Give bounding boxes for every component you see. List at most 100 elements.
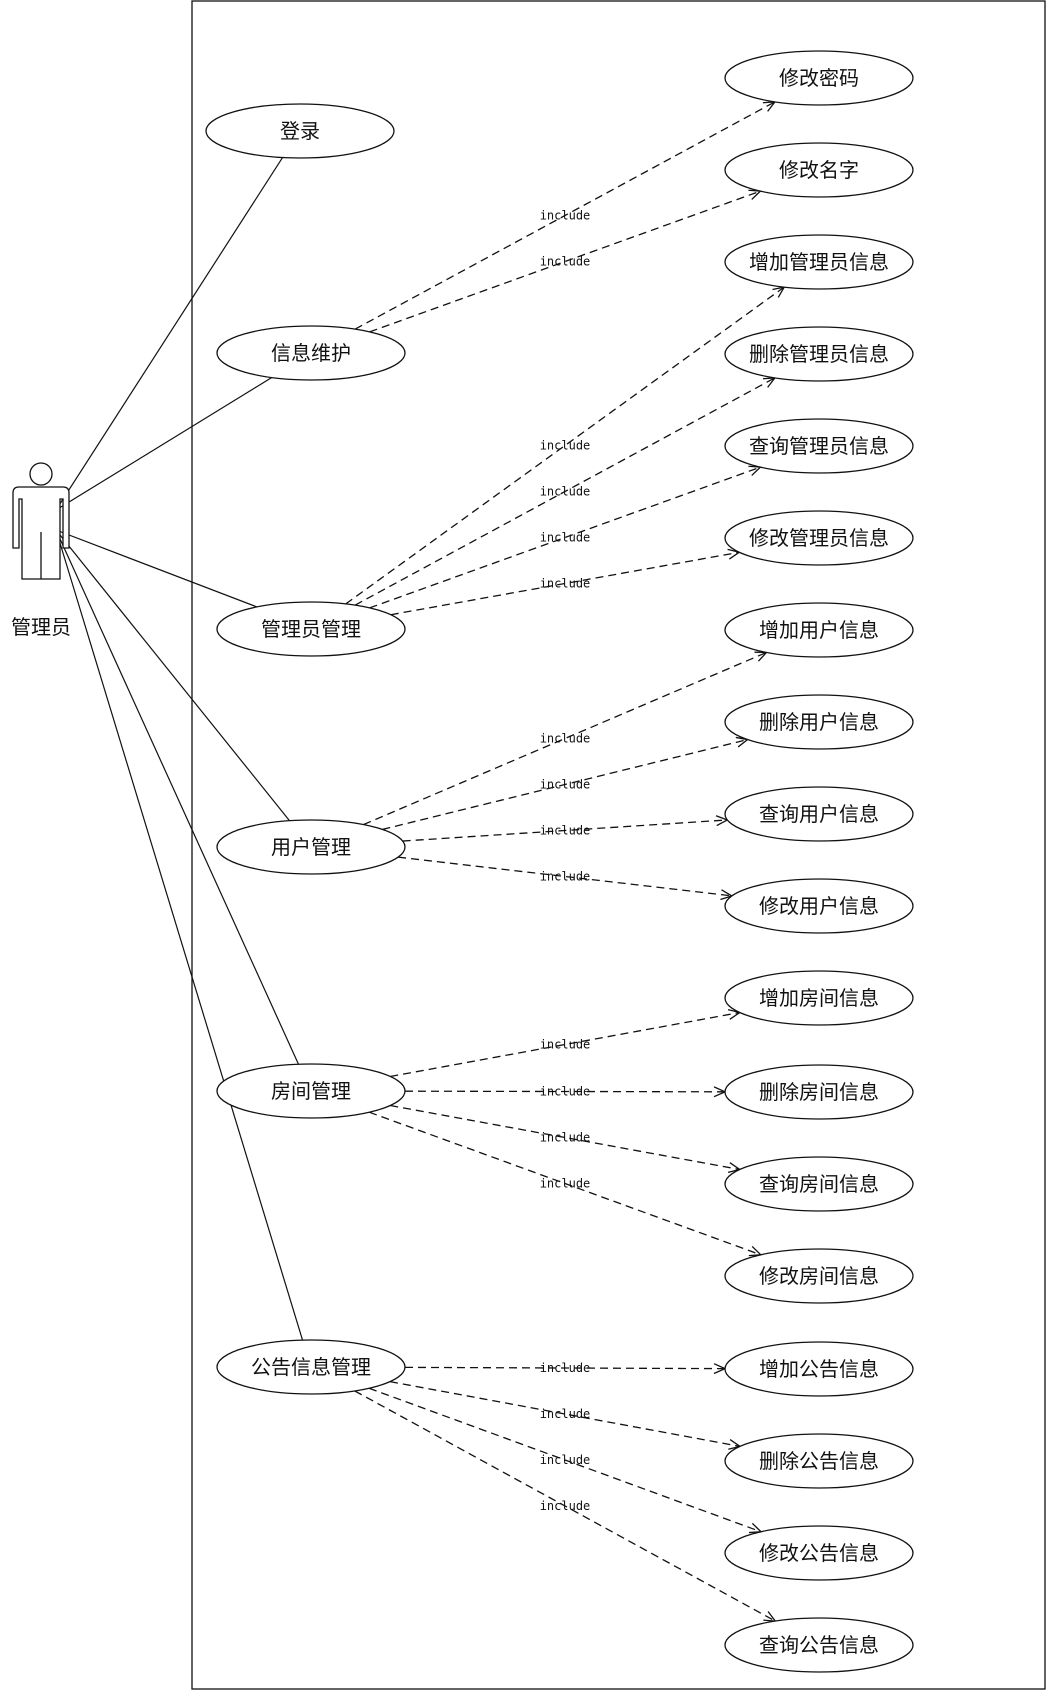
association-lines [55,157,304,1341]
arrowhead-icon [762,377,777,388]
use-case-add-admin[interactable]: 增加管理员信息 [724,234,914,290]
include-modify-user: include [398,856,734,901]
use-case-room-management[interactable]: 房间管理 [216,1063,406,1119]
use-case-ellipse [724,234,914,290]
include-label: include [540,1499,591,1513]
use-case-ellipse [724,1617,914,1673]
include-delete-room: include [404,1085,727,1099]
use-case-ellipse [724,878,914,934]
include-add-user: include [363,651,769,826]
include-line [404,1090,726,1093]
use-case-label: 修改名字 [779,158,859,182]
use-case-ellipse [724,510,914,566]
use-case-delete-notice[interactable]: 删除公告信息 [724,1433,914,1489]
use-case-label: 修改房间信息 [759,1264,879,1288]
include-label: include [540,255,591,269]
arrowhead-icon [763,1611,777,1622]
use-case-label: 登录 [280,119,320,143]
use-case-label: 增加用户信息 [759,618,879,642]
association-info-maintenance [55,377,273,511]
include-label: include [540,732,591,746]
use-case-delete-user[interactable]: 删除用户信息 [724,694,914,750]
include-delete-user: include [382,736,750,831]
use-case-query-user[interactable]: 查询用户信息 [724,786,914,842]
use-case-ellipse [216,325,406,381]
actor-icon [12,462,70,580]
use-case-change-name[interactable]: 修改名字 [724,142,914,198]
use-case-ellipse [724,970,914,1026]
use-case-label: 管理员管理 [261,617,361,641]
include-line [354,101,776,330]
use-case-modify-room[interactable]: 修改房间信息 [724,1248,914,1304]
include-label: include [540,485,591,499]
use-case-ellipse [724,1248,914,1304]
use-case-info-maintenance[interactable]: 信息维护 [216,325,406,381]
use-case-ellipse [724,1433,914,1489]
use-case-modify-user[interactable]: 修改用户信息 [724,878,914,934]
use-case-label: 修改公告信息 [759,1541,879,1565]
use-case-query-notice[interactable]: 查询公告信息 [724,1617,914,1673]
use-case-delete-admin[interactable]: 删除管理员信息 [724,326,914,382]
include-label: include [540,439,591,453]
use-case-notice-management[interactable]: 公告信息管理 [216,1339,406,1395]
include-delete-admin: include [354,377,777,606]
association-user-management [55,529,291,822]
include-line [368,1111,762,1256]
use-case-ellipse [724,418,914,474]
use-case-ellipse [216,819,406,875]
association-login [55,157,284,511]
use-case-delete-room[interactable]: 删除房间信息 [724,1064,914,1120]
include-line [404,1366,726,1370]
use-case-user-management[interactable]: 用户管理 [216,819,406,875]
use-case-label: 增加公告信息 [759,1357,879,1381]
include-label: include [540,1038,591,1052]
include-line [354,377,776,606]
include-label: include [540,1453,591,1467]
include-label: include [540,531,591,545]
arrowhead-icon [762,101,777,112]
include-label: include [540,577,591,591]
use-case-ellipse [205,103,395,159]
include-label: include [540,1131,591,1145]
use-case-ellipse [724,1064,914,1120]
use-case-label: 修改用户信息 [759,894,879,918]
use-case-login[interactable]: 登录 [205,103,395,159]
include-label: include [540,1177,591,1191]
actor-label: 管理员 [11,615,71,639]
include-dependencies: include include include include include inclu… [345,101,786,1622]
include-query-user: include [402,815,729,842]
association-notice-management [55,529,304,1341]
include-line [390,551,740,616]
use-case-add-user[interactable]: 增加用户信息 [724,602,914,658]
include-line [390,1011,740,1078]
use-case-query-admin[interactable]: 查询管理员信息 [724,418,914,474]
use-case-label: 查询用户信息 [759,802,879,826]
use-case-ellipse [216,1063,406,1119]
include-label: include [540,1085,591,1099]
include-line [354,1390,776,1622]
use-case-add-room[interactable]: 增加房间信息 [724,970,914,1026]
use-case-ellipse [724,1341,914,1397]
use-case-label: 修改管理员信息 [749,526,889,550]
include-line [369,190,761,333]
use-case-modify-notice[interactable]: 修改公告信息 [724,1525,914,1581]
use-case-ellipse [216,1339,406,1395]
include-line [382,738,748,831]
use-case-modify-admin[interactable]: 修改管理员信息 [724,510,914,566]
include-label: include [540,209,591,223]
use-case-label: 增加房间信息 [759,986,879,1010]
use-case-label: 删除管理员信息 [749,342,889,366]
include-line [368,1387,762,1533]
use-case-query-room[interactable]: 查询房间信息 [724,1156,914,1212]
use-case-change-password[interactable]: 修改密码 [724,50,914,106]
use-case-ellipse [216,601,406,657]
use-case-label: 增加管理员信息 [749,250,889,274]
use-case-label: 删除用户信息 [759,710,879,734]
use-case-label: 信息维护 [271,341,351,365]
actor-admin[interactable]: 管理员 [11,462,71,639]
include-label: include [540,778,591,792]
use-case-ellipse [724,1156,914,1212]
use-case-admin-management[interactable]: 管理员管理 [216,601,406,657]
use-case-add-notice[interactable]: 增加公告信息 [724,1341,914,1397]
